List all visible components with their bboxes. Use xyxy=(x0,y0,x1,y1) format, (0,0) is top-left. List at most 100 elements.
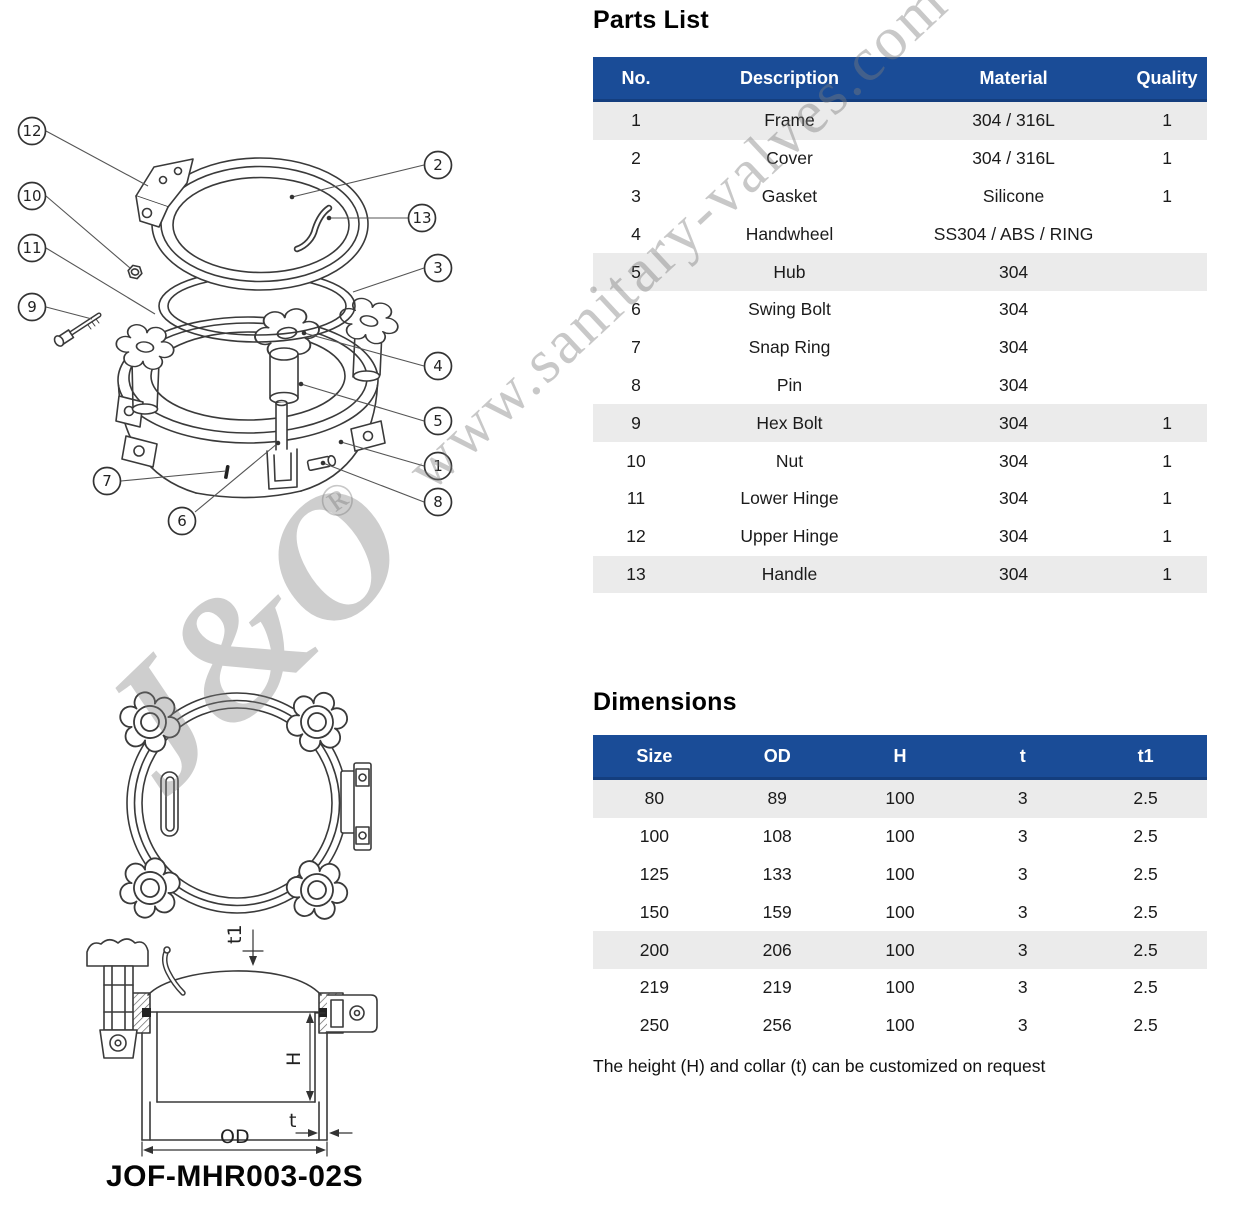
leader-lines xyxy=(45,130,425,513)
table-cell: SS304 / ABS / RING xyxy=(933,223,1094,244)
table-cell: 256 xyxy=(762,1015,792,1036)
table-cell: Hex Bolt xyxy=(756,412,823,433)
table-cell: 100 xyxy=(885,901,915,922)
column-header: t1 xyxy=(1137,745,1154,766)
table-cell: 89 xyxy=(767,788,787,809)
table-cell: 8 xyxy=(631,374,641,395)
table-cell: 100 xyxy=(639,826,669,847)
callout-12: 12 xyxy=(17,116,47,146)
table-cell: 1 xyxy=(631,110,641,131)
table-cell: 12 xyxy=(626,526,646,547)
table-cell: 1 xyxy=(1162,526,1172,547)
callout-13: 13 xyxy=(407,203,437,233)
swing-bolt-part xyxy=(266,399,298,490)
callout-5: 5 xyxy=(423,406,453,436)
table-cell: 133 xyxy=(762,863,792,884)
od-label: OD xyxy=(220,1126,250,1148)
nut-part xyxy=(127,264,143,280)
table-cell: 304 xyxy=(998,412,1029,433)
column-header: Size xyxy=(636,745,673,766)
column-header: No. xyxy=(621,67,651,88)
table-cell: 1 xyxy=(1162,110,1172,131)
table-cell: 3 xyxy=(1017,939,1028,960)
table-cell: 219 xyxy=(639,977,669,998)
table-cell: 1 xyxy=(1162,412,1172,433)
parts-list-header-row: No. Description Material Quality xyxy=(593,57,1207,102)
parts-list-table: No. Description Material Quality 1 Frame 3… xyxy=(593,57,1207,594)
table-row: 6 Swing Bolt 304 xyxy=(593,290,1207,329)
svg-text:12: 12 xyxy=(22,122,41,140)
table-cell: 100 xyxy=(885,863,915,884)
svg-text:11: 11 xyxy=(22,239,41,257)
dimensions-header-row: Size OD H t t1 xyxy=(593,735,1207,780)
table-cell: Cover xyxy=(766,148,813,169)
table-cell: 2.5 xyxy=(1133,826,1158,847)
table-cell: 80 xyxy=(644,788,665,809)
table-cell: 3 xyxy=(1017,901,1028,922)
column-header: Material xyxy=(979,67,1048,88)
parts-list-title: Parts List xyxy=(593,6,709,34)
table-cell: 159 xyxy=(762,901,792,922)
table-cell: 206 xyxy=(762,939,792,960)
callout-2: 2 xyxy=(423,150,453,180)
svg-text:6: 6 xyxy=(177,512,187,530)
upper-hinge-part xyxy=(135,158,194,228)
table-cell: Silicone xyxy=(982,185,1045,206)
callout-8: 8 xyxy=(423,487,453,517)
table-cell: 6 xyxy=(631,299,641,320)
top-view xyxy=(112,686,372,924)
svg-text:1: 1 xyxy=(433,457,443,475)
table-cell: 304 xyxy=(998,563,1029,584)
table-cell: 250 xyxy=(639,1015,669,1036)
svg-text:5: 5 xyxy=(433,412,443,430)
table-cell: 3 xyxy=(631,185,641,206)
svg-text:4: 4 xyxy=(433,357,443,375)
dimension-labels: t1 H t OD xyxy=(220,924,305,1148)
table-cell: 2.5 xyxy=(1133,788,1158,809)
table-cell: 304 xyxy=(998,299,1029,320)
table-cell: 100 xyxy=(885,788,915,809)
callouts: 12 10 11 9 2 13 3 4 5 1 8 7 6 xyxy=(17,116,453,536)
hub-part xyxy=(269,347,299,405)
svg-text:7: 7 xyxy=(102,472,112,490)
svg-text:10: 10 xyxy=(22,187,41,205)
column-header: H xyxy=(893,745,907,766)
exploded-view-diagram: 12 10 11 9 2 13 3 4 5 1 8 7 6 xyxy=(17,116,453,536)
table-row: 4 Handwheel SS304 / ABS / RING xyxy=(593,215,1207,254)
h-label: H xyxy=(283,1052,305,1066)
column-header: t xyxy=(1019,745,1026,766)
dimensions-table: Size OD H t t1 80 89 100 3 2.5 100 108 100 3 2.5 1… xyxy=(593,735,1207,1045)
table-cell: Nut xyxy=(775,450,804,471)
table-cell: 2.5 xyxy=(1133,901,1158,922)
table-cell: 100 xyxy=(885,977,915,998)
section-knob xyxy=(86,938,149,1059)
table-cell: 304 xyxy=(998,526,1029,547)
table-cell: 108 xyxy=(762,826,792,847)
table-cell: 3 xyxy=(1017,826,1028,847)
t1-label: t1 xyxy=(224,924,246,944)
cover-part xyxy=(151,157,369,291)
column-header: OD xyxy=(763,745,791,766)
table-cell: Swing Bolt xyxy=(748,299,831,320)
table-cell: 1 xyxy=(1162,488,1172,509)
table-cell: Handwheel xyxy=(745,223,834,244)
callout-11: 11 xyxy=(17,233,47,263)
table-cell: Frame xyxy=(764,110,815,131)
table-cell: 4 xyxy=(631,223,641,244)
callout-6: 6 xyxy=(167,506,197,536)
table-cell: 11 xyxy=(626,488,646,509)
callout-3: 3 xyxy=(423,253,453,283)
dimensions-note: The height (H) and collar (t) can be cus… xyxy=(593,1056,1046,1076)
